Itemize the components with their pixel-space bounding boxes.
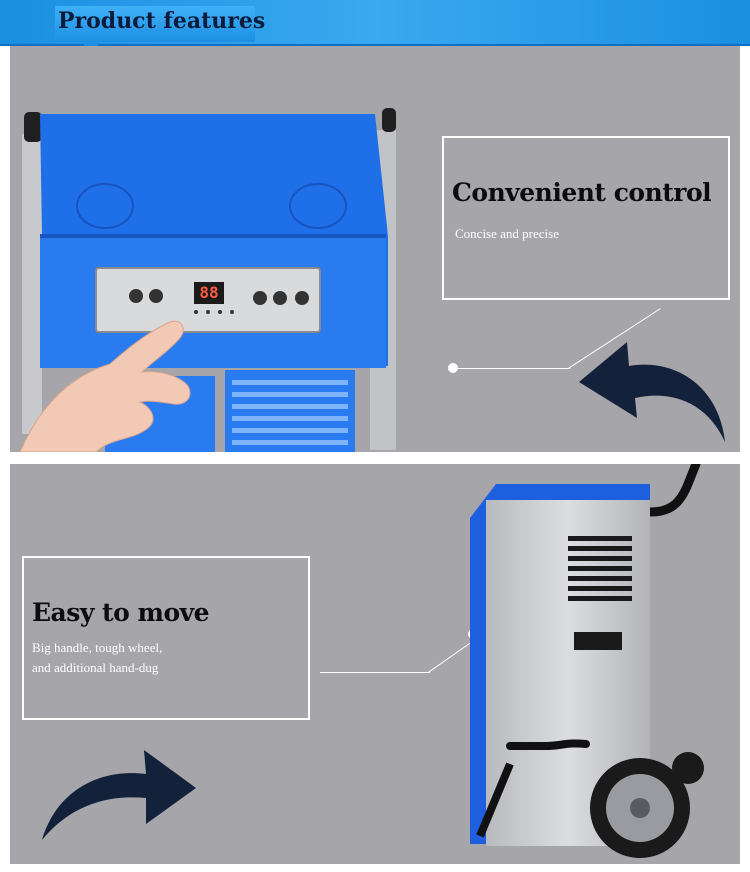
dehumidifier-side-illustration <box>470 464 704 858</box>
feature-description-mobility-line2: and additional hand-dug <box>32 660 159 675</box>
curved-arrow-icon-2 <box>42 750 196 840</box>
header-underline <box>0 44 750 46</box>
connector-dot <box>448 363 458 373</box>
control-panel-illustration <box>19 108 396 452</box>
page-title: Product features <box>58 8 266 34</box>
header-tab <box>55 6 255 42</box>
connector-line <box>458 368 570 369</box>
feature-description-control: Concise and precise <box>455 226 559 241</box>
connector-line-2 <box>320 672 430 673</box>
feature-heading-control: Convenient control <box>452 178 712 207</box>
feature-box-control <box>442 136 730 300</box>
feature-box-mobility <box>22 556 310 720</box>
feature-panel-mobility: Easy to move Big handle, tough wheel, an… <box>10 464 740 864</box>
feature-description-mobility-line1: Big handle, tough wheel, <box>32 640 163 655</box>
control-display-readout: 88 <box>199 283 219 302</box>
curved-arrow-icon <box>579 342 725 442</box>
feature-heading-mobility: Easy to move <box>32 598 210 627</box>
feature-panel-control: 88 Convenient control Concise and precis… <box>10 46 740 452</box>
